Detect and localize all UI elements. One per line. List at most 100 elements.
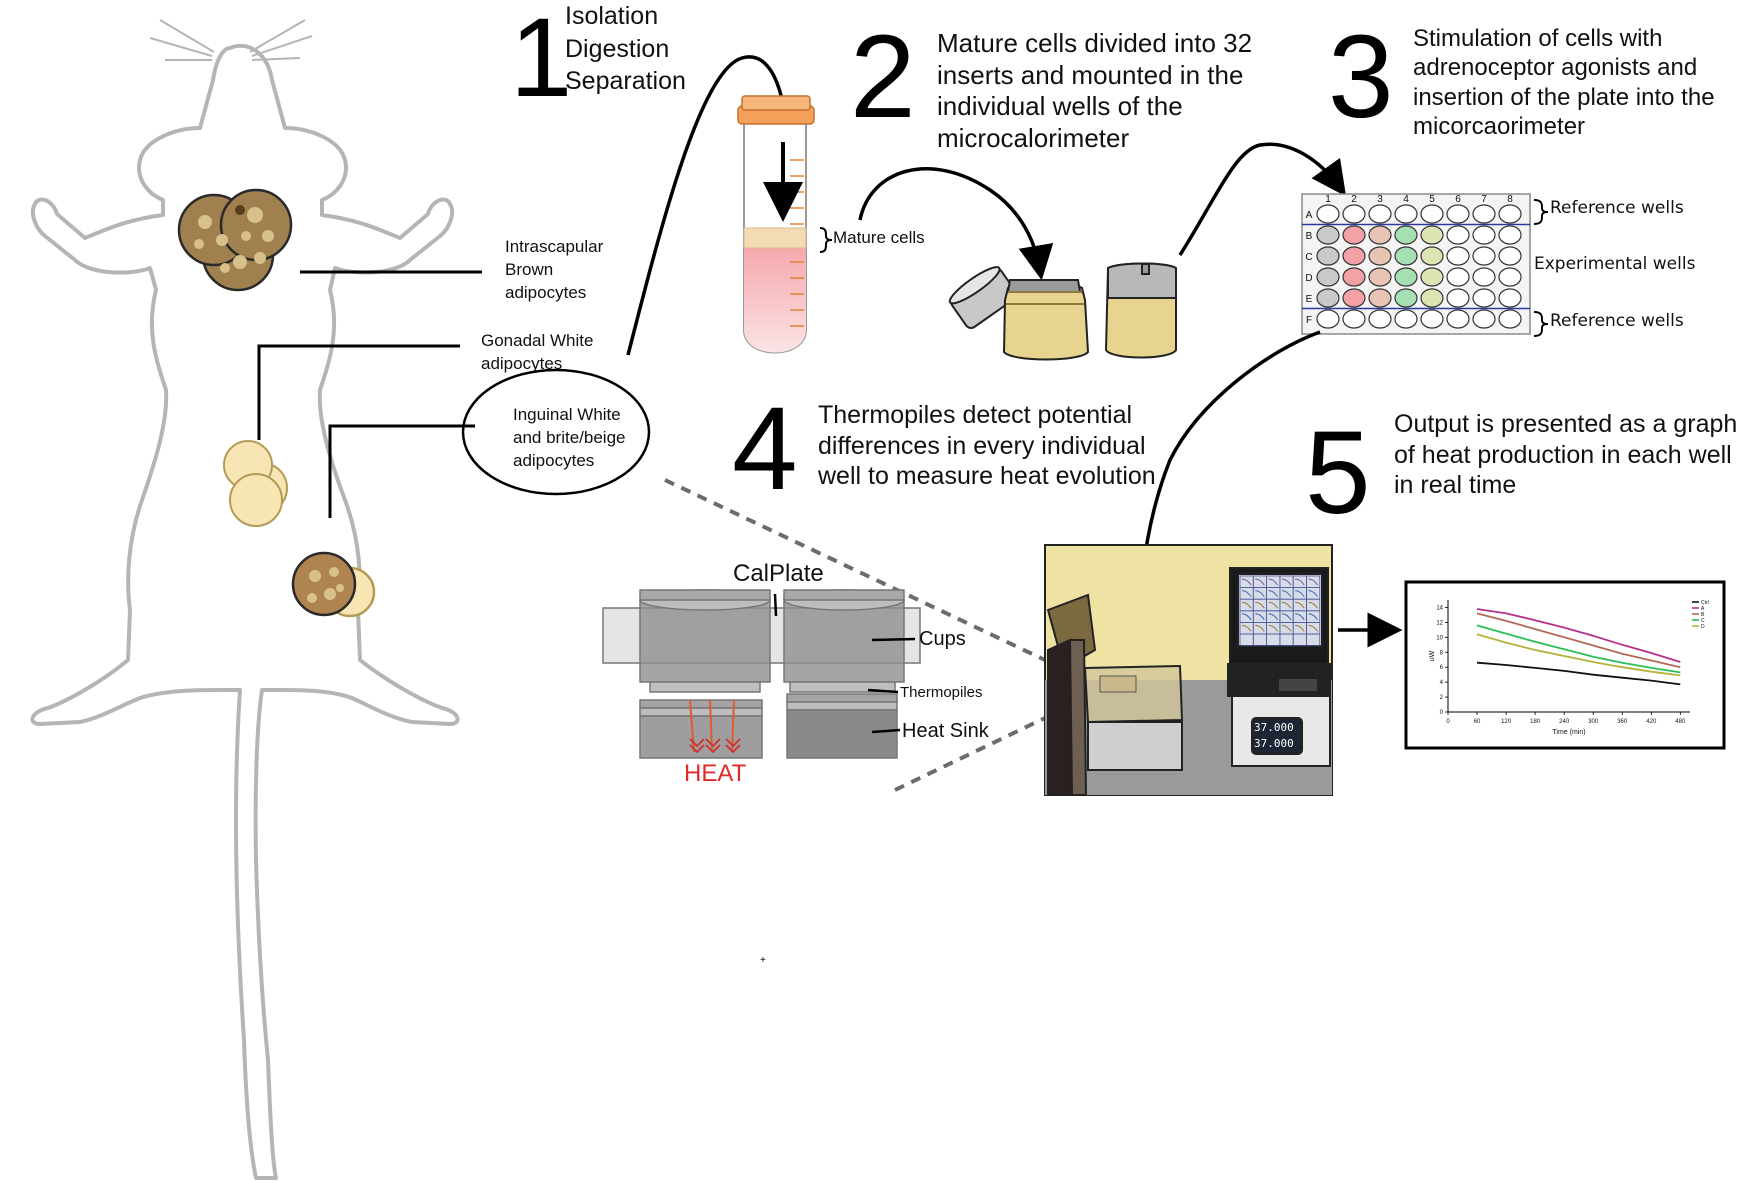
chart-series-a [1476,608,1681,663]
chart-x-tick-label: 420 [1646,719,1657,725]
step3-text: Stimulation of cells with adrenoceptor a… [1413,24,1715,141]
display-value-1: 37.000 [1254,721,1294,734]
screen-trace [1255,578,1265,586]
plate-well [1498,204,1522,224]
plate-well [1342,267,1366,287]
plate-well [1498,225,1522,245]
brown-depot-line-2: Brown [505,259,554,279]
chart-x-tick-label: 0 [1446,719,1450,725]
inguinal-label-ellipse [461,368,651,496]
step1-line-3: Separation [565,67,686,95]
plate-well [1342,309,1366,329]
plate-well [1368,225,1392,245]
chart-x-tick-label: 360 [1617,719,1628,725]
plate-well [1342,204,1366,224]
step4-line-1: Thermopiles detect potential [818,401,1133,429]
screen-trace [1268,590,1279,597]
step1-text: Isolation Digestion Separation [565,0,686,98]
heat-sink-label: Heat Sink [902,720,989,742]
chart-x-tick-label: 480 [1675,719,1686,725]
brown-depot-line-3: adipocytes [505,282,587,302]
plate-column-label: 7 [1481,194,1487,205]
step1-line-2: Digestion [565,34,670,63]
experimental-wells-label: Experimental wells [1534,254,1696,274]
step3-arrow [1178,142,1347,256]
brown-depot-line-1: Intrascapular [505,237,604,256]
plate-well [1394,288,1418,308]
plate-well [1446,225,1470,245]
plate-well [1420,204,1444,224]
screen-trace [1268,613,1279,621]
chart-x-axis-label: Time (min) [1552,729,1585,736]
thermopiles-label: Thermopiles [900,684,983,701]
screen-trace [1255,613,1265,621]
plate-well [1446,288,1470,308]
plate-well [1394,204,1418,224]
plate-well [1368,246,1392,266]
screen-trace [1295,601,1305,609]
step5-line-2: of heat production in each well [1394,440,1732,469]
chart-legend-label: C [1701,618,1705,624]
chart-y-tick-label: 2 [1440,695,1444,701]
plate-well [1420,288,1444,308]
step3-number: 3 [1328,11,1394,143]
step1-arrow [626,55,786,356]
calplate-section [602,589,921,759]
insert-cups [948,262,1177,361]
step4-line-2: differences in every individual [818,431,1146,460]
step3-line-2: adrenoceptor agonists and [1413,54,1698,82]
step2-number: 2 [850,11,916,143]
step5-number: 5 [1305,407,1371,539]
plate-well [1472,288,1496,308]
chart-y-axis-label: uW [1429,650,1436,661]
screen-trace [1241,613,1252,621]
mouse-whiskers [149,19,313,61]
plate-column-label: 8 [1507,194,1513,205]
cups-label: Cups [919,628,966,650]
plate-well [1316,225,1340,245]
chart-y-tick-label: 0 [1440,710,1444,716]
stray-cross-mark: + [760,955,766,966]
reference-wells-top-label: Reference wells [1550,198,1684,218]
gonadal-depot-label: Gonadal White adipocytes [481,330,593,376]
heat-label: HEAT [684,760,747,787]
plate-row-label: D [1305,273,1312,284]
inguinal-depot-line-2: and brite/beige [513,427,626,447]
inguinal-depot-line-1: Inguinal White [513,405,621,424]
chart-series-ctrl [1476,661,1681,686]
screen-trace [1255,601,1265,609]
plate-well [1316,246,1340,266]
chart-series-c [1476,624,1681,674]
plate-column-label: 6 [1455,194,1461,205]
plate-row-label: E [1306,294,1313,305]
plate-well [1472,267,1496,287]
screen-trace [1295,578,1305,586]
inguinal-depot-line-3: adipocytes [513,450,595,470]
chart-y-tick-label: 8 [1440,650,1444,656]
screen-trace [1281,613,1292,621]
plate-well [1420,225,1444,245]
plate-column-label: 1 [1325,194,1331,205]
screen-trace [1255,590,1265,597]
plate-well [1394,246,1418,266]
gonadal-depot-line-2: adipocytes [481,353,563,373]
plate-row-label: B [1306,231,1313,242]
screen-cell [1306,633,1321,647]
screen-trace [1308,590,1318,597]
plate-well [1342,246,1366,266]
plate-well [1316,204,1340,224]
plate-well [1394,309,1418,329]
screen-trace [1268,624,1279,632]
calplate-leader-lines [773,593,916,734]
step4-text: Thermopiles detect potential differences… [818,400,1156,492]
chart-legend-label: B [1701,612,1705,618]
chart-y-tick-label: 4 [1440,680,1444,686]
plate-column-label: 5 [1429,194,1435,205]
step2-line-4: microcalorimeter [937,123,1130,154]
chart-series-d [1476,633,1681,677]
step3-line-4: micorcaorimeter [1413,112,1586,140]
reference-wells-bottom-label: Reference wells [1550,311,1684,331]
microcalorimeter [1044,544,1333,796]
